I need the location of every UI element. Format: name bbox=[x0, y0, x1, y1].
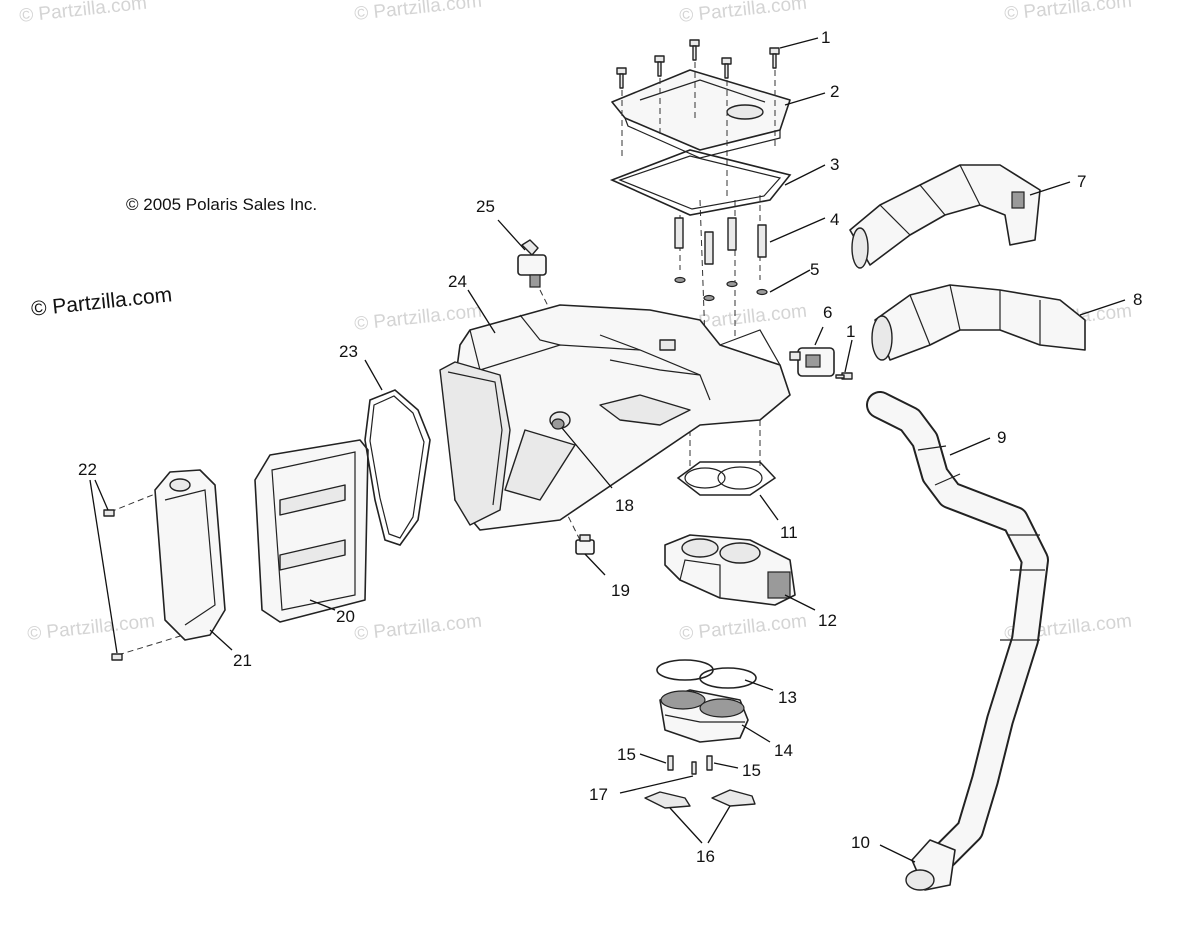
callout-18: 18 bbox=[615, 496, 634, 515]
callout-8: 8 bbox=[1133, 290, 1142, 309]
part-1-sensor-screw bbox=[835, 372, 853, 380]
part-19-drain bbox=[575, 534, 595, 555]
callout-15: 15 bbox=[742, 761, 761, 780]
watermark: © Partzilla.com bbox=[1003, 0, 1133, 25]
callout-1: 1 bbox=[846, 322, 855, 341]
part-6-sensor bbox=[789, 347, 835, 377]
part-4-long-screws bbox=[674, 217, 767, 265]
callout-13: 13 bbox=[778, 688, 797, 707]
part-11-throttle-gasket bbox=[676, 461, 777, 496]
part-10-hose-end bbox=[905, 839, 956, 891]
part-21-filter-cover bbox=[154, 469, 226, 641]
watermark: © Partzilla.com bbox=[678, 611, 808, 645]
part-16-clamps bbox=[644, 789, 756, 809]
watermark: © Partzilla.com bbox=[18, 0, 148, 27]
callout-4: 4 bbox=[830, 210, 839, 229]
part-14-intake-boot bbox=[659, 689, 749, 743]
callout-24: 24 bbox=[448, 272, 467, 291]
part-13-boot-seals bbox=[656, 659, 757, 689]
part-24-air-box bbox=[439, 304, 791, 531]
callout-2: 2 bbox=[830, 82, 839, 101]
callout-22: 22 bbox=[78, 460, 97, 479]
leader-lines bbox=[89, 37, 1126, 863]
callout-25: 25 bbox=[476, 197, 495, 216]
callout-23: 23 bbox=[339, 342, 358, 361]
callout-14: 14 bbox=[774, 741, 793, 760]
callout-10: 10 bbox=[851, 833, 870, 852]
callout-6: 6 bbox=[823, 303, 832, 322]
callout-1: 1 bbox=[821, 28, 830, 47]
watermark: © Partzilla.com bbox=[353, 611, 483, 645]
callout-3: 3 bbox=[830, 155, 839, 174]
part-25-sensor bbox=[517, 239, 547, 288]
watermark: © Partzilla.com bbox=[353, 301, 483, 335]
part-9-hose bbox=[866, 391, 1049, 869]
part-17-pin bbox=[691, 761, 697, 775]
watermark: © Partzilla.com bbox=[26, 611, 156, 645]
callout-9: 9 bbox=[997, 428, 1006, 447]
part-8-intake-duct bbox=[871, 284, 1086, 361]
callout-21: 21 bbox=[233, 651, 252, 670]
callout-17: 17 bbox=[589, 785, 608, 804]
watermark: © Partzilla.com bbox=[678, 0, 808, 27]
part-5-washers bbox=[674, 276, 768, 302]
callout-12: 12 bbox=[818, 611, 837, 630]
callout-7: 7 bbox=[1077, 172, 1086, 191]
part-22-cover-screws bbox=[103, 509, 123, 661]
callout-5: 5 bbox=[810, 260, 819, 279]
callout-20: 20 bbox=[336, 607, 355, 626]
part-18-plug bbox=[551, 418, 565, 430]
callout-15: 15 bbox=[617, 745, 636, 764]
part-23-cover-gasket bbox=[364, 389, 431, 546]
watermark: © Partzilla.com bbox=[353, 0, 483, 25]
part-12-throttle-body bbox=[664, 534, 796, 606]
callout-19: 19 bbox=[611, 581, 630, 600]
part-15-screws bbox=[667, 755, 713, 771]
part-7-intake-duct bbox=[849, 164, 1041, 269]
callout-16: 16 bbox=[696, 847, 715, 866]
part-3-lid-gasket bbox=[609, 149, 792, 216]
part-20-air-filter bbox=[254, 439, 369, 623]
callout-labels: 1 2 3 4 5 6 1 7 8 9 10 11 12 13 14 15 15… bbox=[78, 28, 1142, 866]
part-1-lid-screws bbox=[616, 39, 780, 89]
copyright-notice: © 2005 Polaris Sales Inc. bbox=[126, 195, 318, 214]
part-2-airbox-lid bbox=[611, 69, 791, 159]
callout-11: 11 bbox=[780, 523, 798, 542]
